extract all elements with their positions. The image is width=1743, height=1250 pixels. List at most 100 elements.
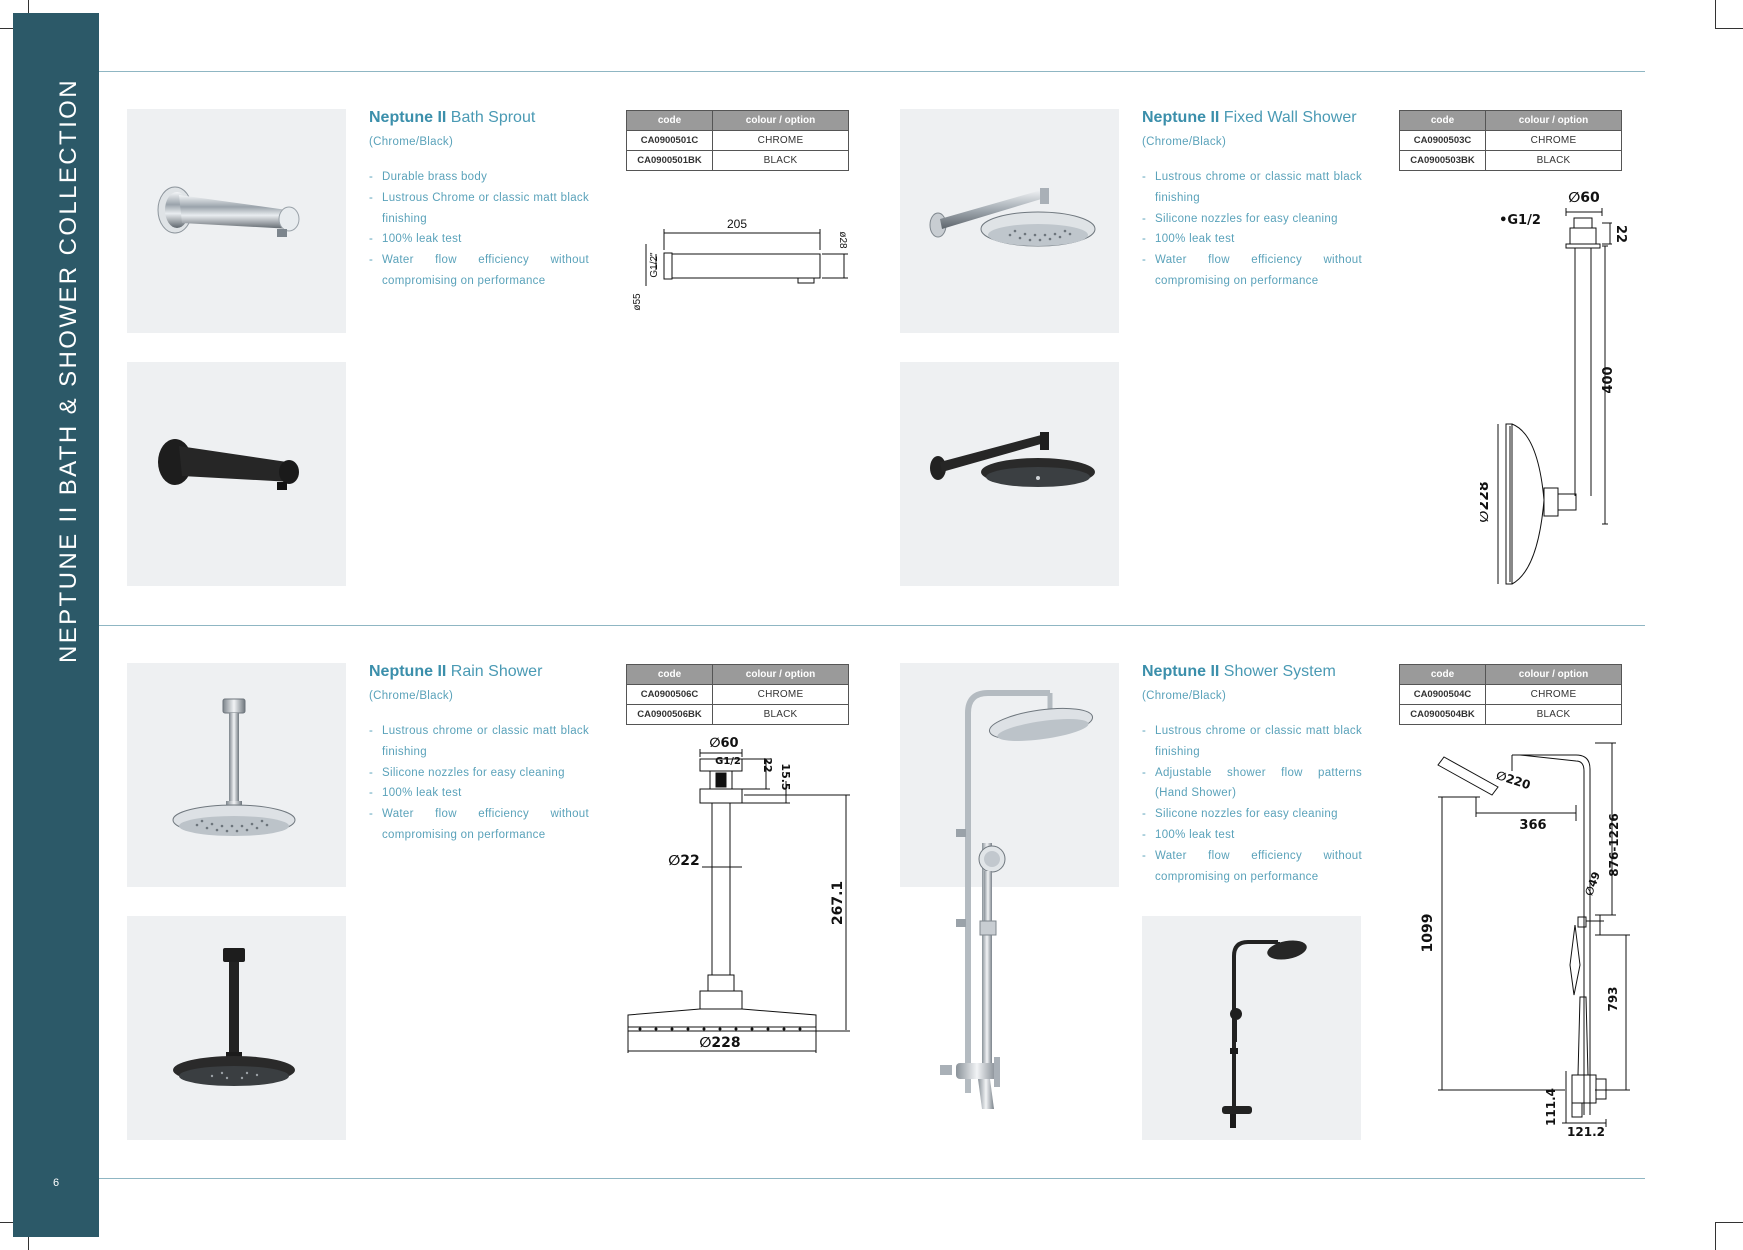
feature-item: Water flow efficiency without compromisi… [369, 804, 589, 846]
wall-shower-chrome-photo [900, 109, 1119, 333]
product-brand: Neptune II [1142, 663, 1220, 680]
product-brand: Neptune II [369, 663, 447, 680]
dim-length: 205 [727, 217, 747, 231]
product-finish: (Chrome/Black) [369, 136, 454, 148]
product-brand: Neptune II [1142, 109, 1220, 126]
dim-rail: 793 [1606, 986, 1620, 1011]
option-cell: CHROME [1485, 130, 1622, 151]
product-finish: (Chrome/Black) [1142, 136, 1227, 148]
rain-shower-black-photo [127, 916, 346, 1140]
product-title: Neptune II Shower System [1142, 663, 1336, 681]
dim-diameter: ø28 [837, 231, 848, 249]
dim-height: 1099 [1420, 914, 1436, 953]
feature-list: Lustrous chrome or classic matt black fi… [1142, 721, 1362, 887]
dim-top: ∅60 [1568, 190, 1600, 206]
option-cell: CHROME [712, 684, 849, 705]
dim-thread: G1/2 [715, 756, 741, 767]
col-header-option: colour / option [1485, 110, 1622, 131]
feature-item: Silicone nozzles for easy cleaning [1142, 804, 1362, 825]
dim-arm: 400 [1601, 366, 1616, 393]
code-cell: CA0900501C [626, 130, 713, 151]
feature-item: 100% leak test [369, 229, 589, 250]
feature-item: Water flow efficiency without compromisi… [1142, 250, 1362, 292]
product-name: Shower System [1223, 663, 1336, 680]
dim-depth: 22 [1613, 225, 1628, 243]
col-header-code: code [1399, 664, 1486, 685]
feature-item: Water flow efficiency without compromisi… [1142, 846, 1362, 888]
feature-item: Lustrous chrome or classic matt black fi… [1142, 167, 1362, 209]
col-header-option: colour / option [712, 664, 849, 685]
bath-spout-black-photo [127, 362, 346, 586]
code-cell: CA0900503C [1399, 130, 1486, 151]
dim-top: ∅60 [709, 736, 738, 751]
code-cell: CA0900506C [626, 684, 713, 705]
wall-shower-drawing: ∅60 •G1/2 22 400 ∅228 [1480, 190, 1628, 585]
dim-reach: 366 [1519, 818, 1546, 833]
dim-h2: 15.5 [779, 763, 792, 790]
option-cell: CHROME [1485, 684, 1622, 705]
col-header-option: colour / option [1485, 664, 1622, 685]
dim-head: ∅220 [1494, 768, 1532, 792]
product-title: Neptune II Fixed Wall Shower [1142, 109, 1357, 127]
divider [99, 625, 1645, 626]
dim-head: ∅228 [1480, 481, 1492, 522]
product-title: Neptune II Rain Shower [369, 663, 542, 681]
product-title: Neptune II Bath Sprout [369, 109, 535, 127]
code-cell: CA0900501BK [626, 150, 713, 171]
crop-mark [1715, 1222, 1743, 1223]
product-name: Bath Sprout [450, 109, 536, 126]
rain-shower-drawing: ∅60 G1/2 22 15.5 ∅22 267.1 ∅228 [627, 736, 850, 1053]
shower-system-drawing: ∅220 366 876-1226 ∅49 1099 793 111.4 121… [1420, 742, 1630, 1139]
dim-flange: ø55 [632, 293, 643, 311]
dim-thread: •G1/2 [1499, 213, 1541, 228]
col-header-option: colour / option [712, 110, 849, 131]
feature-item: Silicone nozzles for easy cleaning [369, 763, 589, 784]
product-name: Fixed Wall Shower [1223, 109, 1357, 126]
code-cell: CA0900506BK [626, 704, 713, 725]
option-cell: BLACK [712, 704, 849, 725]
product-finish: (Chrome/Black) [1142, 690, 1227, 702]
code-cell: CA0900504BK [1399, 704, 1486, 725]
option-cell: CHROME [712, 130, 849, 151]
col-header-code: code [626, 664, 713, 685]
bath-spout-drawing: 205 G1/2" ø55 ø28 [632, 217, 848, 311]
feature-item: 100% leak test [369, 783, 589, 804]
feature-list: Durable brass body Lustrous Chrome or cl… [369, 167, 589, 292]
feature-list: Lustrous chrome or classic matt black fi… [369, 721, 589, 846]
feature-item: 100% leak test [1142, 825, 1362, 846]
feature-item: Silicone nozzles for easy cleaning [1142, 209, 1362, 230]
feature-item: Durable brass body [369, 167, 589, 188]
feature-item: Lustrous chrome or classic matt black fi… [1142, 721, 1362, 763]
shower-system-black-photo [1142, 916, 1361, 1140]
dim-drop: 267.1 [830, 881, 846, 925]
crop-mark [1715, 28, 1743, 29]
divider [99, 1178, 1645, 1179]
feature-item: Adjustable shower flow patterns (Hand Sh… [1142, 763, 1362, 805]
page-number: 6 [52, 1177, 60, 1189]
col-header-code: code [626, 110, 713, 131]
code-cell: CA0900504C [1399, 684, 1486, 705]
feature-item: 100% leak test [1142, 229, 1362, 250]
wall-shower-black-photo [900, 362, 1119, 586]
feature-list: Lustrous chrome or classic matt black fi… [1142, 167, 1362, 292]
option-cell: BLACK [1485, 150, 1622, 171]
code-cell: CA0900503BK [1399, 150, 1486, 171]
dim-hand: ∅49 [1582, 870, 1603, 898]
option-cell: BLACK [1485, 704, 1622, 725]
collection-title: NEPTUNE II BATH & SHOWER COLLECTION [55, 78, 82, 663]
crop-mark [1715, 1222, 1716, 1250]
dim-range: 876-1226 [1607, 813, 1621, 876]
feature-item: Lustrous chrome or classic matt black fi… [369, 721, 589, 763]
feature-item: Water flow efficiency without compromisi… [369, 250, 589, 292]
product-brand: Neptune II [369, 109, 447, 126]
divider [99, 71, 1645, 72]
